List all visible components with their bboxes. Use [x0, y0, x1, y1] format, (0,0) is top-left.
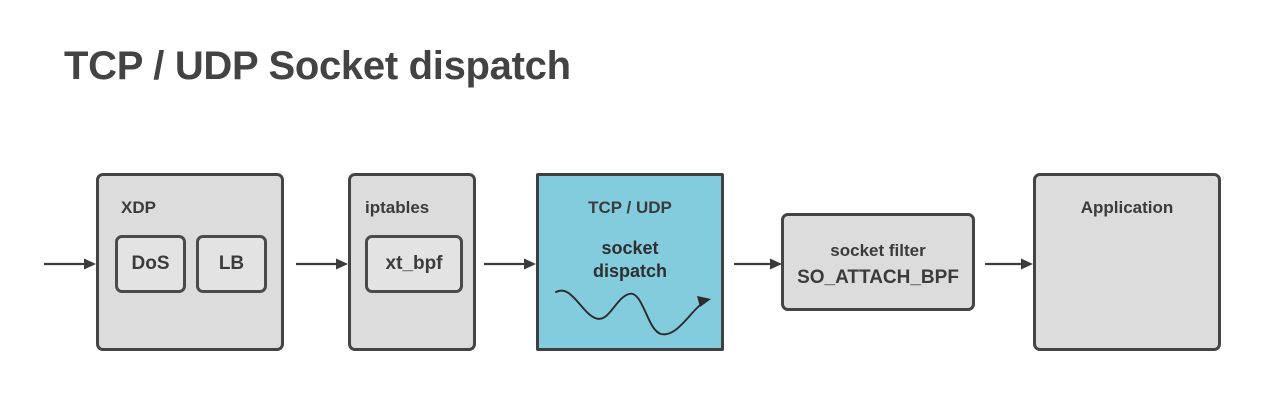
node-tcp-udp[interactable]: TCP / UDP socket dispatch — [536, 173, 724, 351]
node-xdp-child-dos[interactable]: DoS — [115, 235, 186, 293]
arrow-socket-filter-to-application — [985, 258, 1033, 270]
squiggle-dispatch-arrow — [555, 289, 711, 336]
node-iptables-label: iptables — [365, 198, 430, 217]
node-tcp-udp-line-1: socket — [601, 238, 659, 258]
node-xdp[interactable]: XDP DoS LB — [96, 173, 284, 351]
node-socket-filter[interactable]: socket filter SO_ATTACH_BPF — [781, 213, 975, 311]
arrow-tcp-udp-to-socket-filter — [734, 258, 782, 270]
node-socket-filter-line-2: SO_ATTACH_BPF — [797, 267, 959, 288]
node-xdp-child-lb[interactable]: LB — [196, 235, 267, 293]
node-iptables-child-xt-bpf[interactable]: xt_bpf — [365, 235, 463, 293]
arrow-ingress-to-xdp — [44, 258, 96, 270]
arrow-xdp-to-iptables — [296, 258, 348, 270]
node-xdp-child-dos-label: DoS — [131, 253, 170, 274]
node-tcp-udp-line-2: dispatch — [592, 261, 667, 281]
node-xdp-child-lb-label: LB — [218, 253, 245, 274]
node-application-label: Application — [1080, 198, 1174, 217]
node-iptables[interactable]: iptables xt_bpf — [348, 173, 476, 351]
node-iptables-child-xt-bpf-label: xt_bpf — [385, 253, 443, 274]
node-application[interactable]: Application — [1033, 173, 1221, 351]
node-tcp-udp-label: TCP / UDP — [588, 198, 672, 217]
node-xdp-label: XDP — [121, 198, 156, 217]
arrow-iptables-to-tcp-udp — [484, 258, 536, 270]
page-title: TCP / UDP Socket dispatch — [64, 44, 571, 88]
node-socket-filter-line-1: socket filter — [830, 241, 926, 260]
